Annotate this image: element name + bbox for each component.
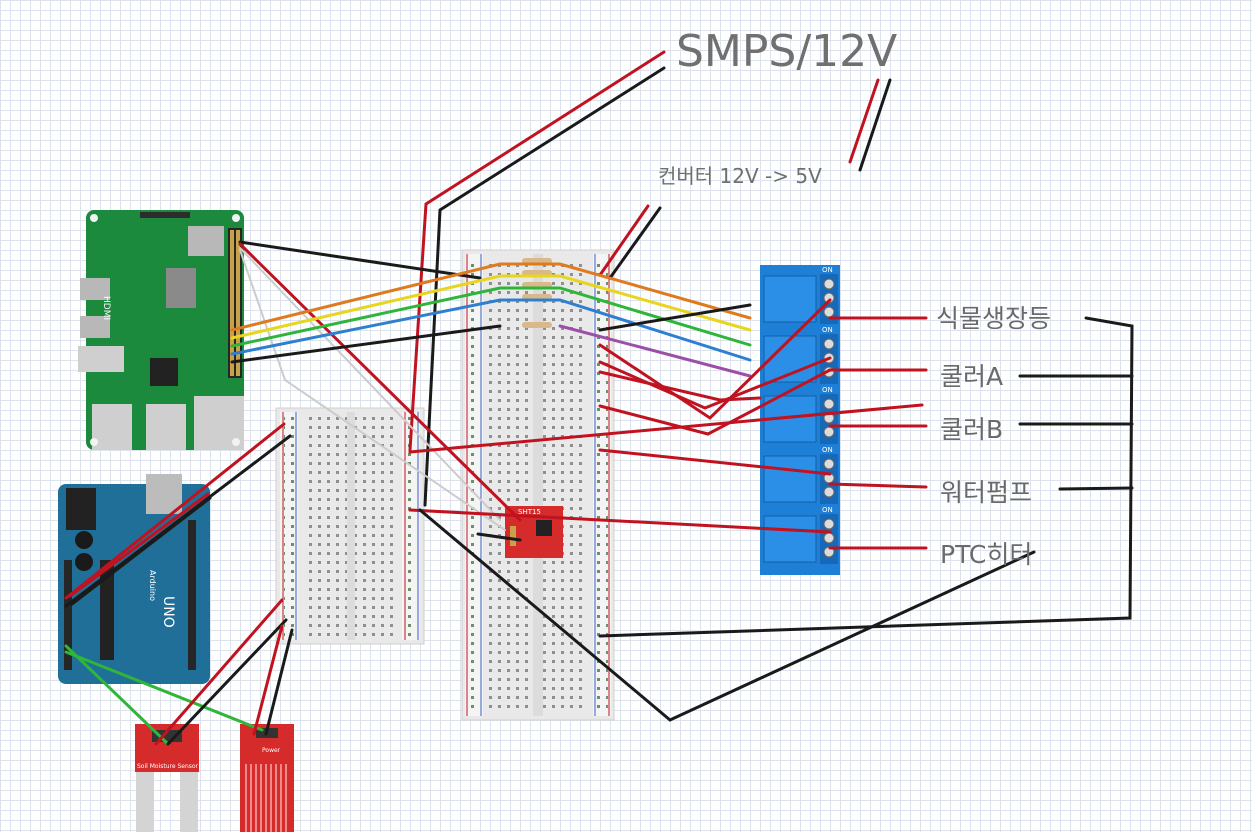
breadboard-main: [461, 249, 615, 721]
sht15-sensor: SHT15: [505, 506, 563, 558]
relay-channel: ON: [763, 266, 838, 324]
soil-sensor-label: Soil Moisture Sensor: [137, 763, 199, 770]
screw-terminal: [823, 398, 835, 410]
screw-terminal: [823, 518, 835, 530]
relay-on-text: ON: [822, 446, 833, 454]
relay-channel: ON: [763, 386, 838, 444]
arduino-uno-board: UNO Arduino: [58, 474, 210, 684]
relay-channel: ON: [763, 446, 838, 504]
breadboard-left: [275, 407, 425, 645]
screw-terminal: [823, 338, 835, 350]
load-label-cooler-b: 쿨러B: [940, 415, 1004, 444]
relay-on-text: ON: [822, 266, 833, 274]
soil-moisture-sensor: Soil Moisture Sensor: [135, 724, 199, 832]
relay-on-text: ON: [822, 506, 833, 514]
converter-label: 컨버터 12V -> 5V: [658, 164, 822, 188]
screw-terminal: [823, 486, 835, 498]
load-label-water-pump: 워터펌프: [940, 478, 1033, 507]
relay-on-text: ON: [822, 386, 833, 394]
relay-channel: ON: [763, 506, 838, 564]
screw-terminal: [823, 458, 835, 470]
sht15-label: SHT15: [518, 508, 541, 516]
water-level-sensor: Power: [240, 724, 294, 832]
screw-terminal: [823, 532, 835, 544]
arduino-uno-text: UNO: [160, 596, 176, 628]
screw-terminal: [823, 278, 835, 290]
load-label-ptc-heater: PTC히터: [940, 540, 1033, 569]
relay-on-text: ON: [822, 326, 833, 334]
screw-terminal: [823, 306, 835, 318]
load-label-cooler-a: 쿨러A: [940, 362, 1004, 391]
hdmi-text: HDMI: [101, 296, 111, 320]
arduino-brand-text: Arduino: [148, 570, 157, 601]
wires: [64, 50, 1134, 746]
load-label-grow-light: 식물생장등: [936, 304, 1052, 333]
water-sensor-label: Power: [262, 747, 281, 754]
smps-label: SMPS/12V: [676, 26, 898, 77]
screw-terminal: [823, 426, 835, 438]
raspberry-pi-board: HDMI: [78, 210, 244, 450]
